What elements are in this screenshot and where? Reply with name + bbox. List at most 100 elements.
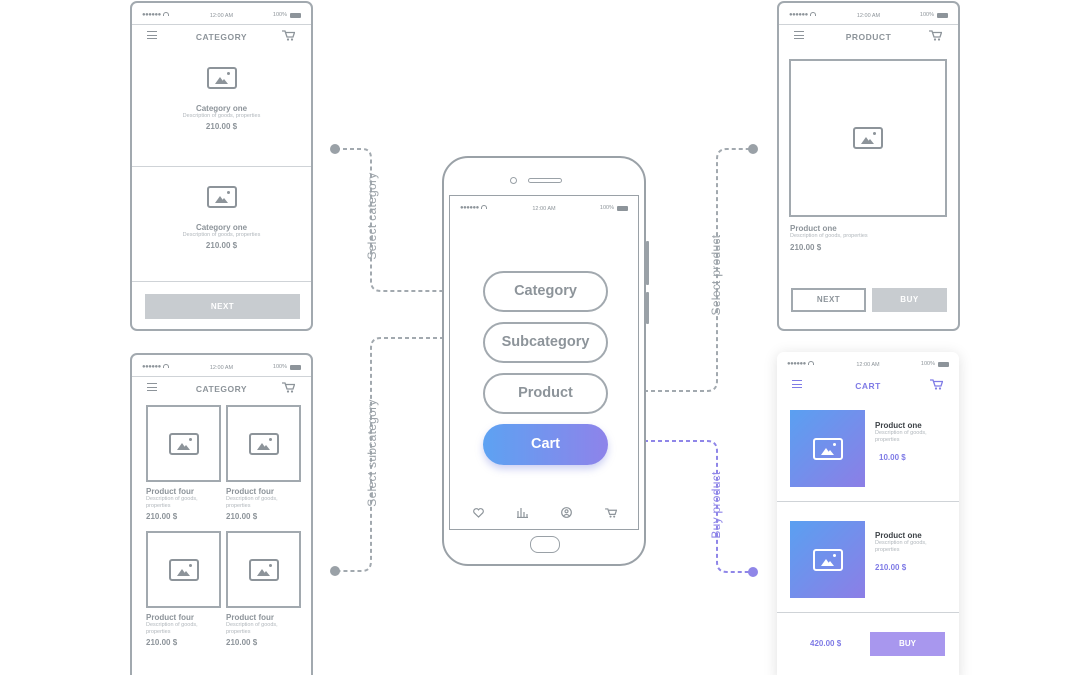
product-tile[interactable] (226, 531, 301, 608)
item-price: 210.00 $ (226, 638, 258, 647)
connector-dot (330, 144, 340, 154)
battery-text: 100% (272, 12, 287, 18)
battery-text: 100% (272, 364, 287, 370)
next-button[interactable]: NEXT (791, 288, 866, 312)
next-button[interactable]: NEXT (145, 294, 300, 319)
wifi-icon (480, 205, 487, 209)
signal-icon: ●●●●●● (787, 361, 814, 367)
product-tile[interactable] (146, 405, 221, 482)
battery-icon (938, 361, 949, 367)
item-description: properties (226, 629, 251, 635)
signal-icon: ●●●●●● (142, 12, 169, 18)
status-bar: ●●●●●● 12:00 AM 100% (779, 3, 958, 25)
cart-icon[interactable] (605, 508, 617, 518)
product-tile[interactable] (226, 405, 301, 482)
item-name: Category one (195, 104, 248, 113)
battery-icon (937, 12, 948, 18)
item-price: 210.00 $ (205, 241, 238, 250)
cart-screen: ●●●●●● 12:00 AM 100% CART Product one De… (777, 352, 959, 675)
battery-text: 100% (599, 205, 614, 211)
status-time: 12:00 AM (209, 13, 234, 19)
status-time: 12:00 AM (856, 362, 880, 368)
list-item[interactable]: Category one Description of goods, prope… (132, 186, 311, 250)
page-title: PRODUCT (845, 32, 892, 42)
image-placeholder-icon (812, 437, 843, 460)
item-name: Product four (146, 487, 194, 496)
connector-dot (748, 144, 758, 154)
home-button[interactable] (530, 536, 560, 553)
cart-item-image (790, 410, 865, 487)
side-button (646, 292, 649, 324)
buy-button[interactable]: BUY (872, 288, 947, 312)
speaker-grille (528, 178, 562, 183)
product-info: Product one Description of goods, proper… (790, 224, 868, 252)
item-name: Product four (226, 487, 274, 496)
menu-icon[interactable] (147, 31, 157, 39)
image-placeholder-icon (853, 127, 883, 149)
chart-icon[interactable] (517, 507, 528, 518)
label-select-subcategory: Select subcategory (365, 399, 379, 507)
product-price: 210.00 $ (790, 243, 822, 252)
battery-text: 100% (920, 361, 935, 367)
item-name: Product one (875, 531, 922, 540)
app-header: CART (777, 374, 959, 396)
cart-button[interactable]: Cart (483, 424, 608, 465)
item-price: 210.00 $ (875, 563, 907, 572)
app-header: PRODUCT (779, 25, 958, 47)
cart-icon[interactable] (929, 30, 942, 41)
divider (132, 166, 311, 167)
buy-button[interactable]: BUY (870, 632, 945, 656)
item-name: Product four (226, 613, 274, 622)
cart-icon[interactable] (282, 30, 295, 41)
label-select-category: Select category (365, 172, 379, 260)
connector-dot (748, 567, 758, 577)
divider (777, 501, 959, 502)
cart-item-info: Product one Description of goods, proper… (875, 421, 927, 462)
product-screen: ●●●●●● 12:00 AM 100% PRODUCT Product one… (777, 1, 960, 331)
app-header: CATEGORY (132, 377, 311, 399)
cart-item-image (790, 521, 865, 598)
item-description: Description of goods, (226, 496, 278, 502)
signal-icon: ●●●●●● (142, 364, 169, 370)
app-header: CATEGORY (132, 25, 311, 47)
cart-item-info: Product one Description of goods, proper… (875, 531, 927, 572)
subcategory-button[interactable]: Subcategory (483, 322, 608, 363)
main-phone: ●●●●●● 12:00 AM 100% Category Subcategor… (442, 156, 649, 566)
image-placeholder-icon (248, 558, 279, 581)
product-name: Product one (790, 224, 837, 233)
product-tile[interactable] (146, 531, 221, 608)
item-price: 210.00 $ (146, 638, 178, 647)
image-placeholder-icon (168, 432, 199, 455)
list-item[interactable]: Category one Description of goods, prope… (132, 67, 311, 131)
wifi-icon (162, 364, 169, 368)
menu-icon[interactable] (147, 383, 157, 391)
page-title: CART (855, 381, 881, 391)
menu-icon[interactable] (792, 380, 802, 388)
status-time: 12:00 AM (209, 365, 234, 371)
item-description: Description of goods, (146, 496, 198, 502)
status-bar: ●●●●●● 12:00 AM 100% (777, 352, 959, 374)
item-price: 210.00 $ (146, 512, 178, 521)
item-description: properties (875, 547, 900, 553)
item-price: 210.00 $ (226, 512, 258, 521)
item-description: Description of goods, (226, 622, 278, 628)
battery-text: 100% (919, 12, 934, 18)
cart-icon[interactable] (930, 379, 943, 390)
image-placeholder-icon (168, 558, 199, 581)
menu-icon[interactable] (794, 31, 804, 39)
item-name: Category one (195, 223, 248, 232)
status-time: 12:00 AM (532, 206, 556, 212)
cart-icon[interactable] (282, 382, 295, 393)
image-placeholder-icon (812, 548, 843, 571)
profile-icon[interactable] (561, 507, 572, 518)
tile-info: Product four Description of goods, prope… (146, 613, 224, 647)
status-time: 12:00 AM (856, 13, 881, 19)
category-button[interactable]: Category (483, 271, 608, 312)
category-grid-screen: ●●●●●● 12:00 AM 100% CATEGORY Product fo… (130, 353, 313, 675)
status-bar: ●●●●●● 12:00 AM 100% (132, 3, 311, 25)
tab-bar (450, 503, 638, 523)
product-button[interactable]: Product (483, 373, 608, 414)
heart-icon[interactable] (473, 508, 484, 518)
cart-total: 420.00 $ (810, 639, 842, 648)
divider (777, 612, 959, 613)
